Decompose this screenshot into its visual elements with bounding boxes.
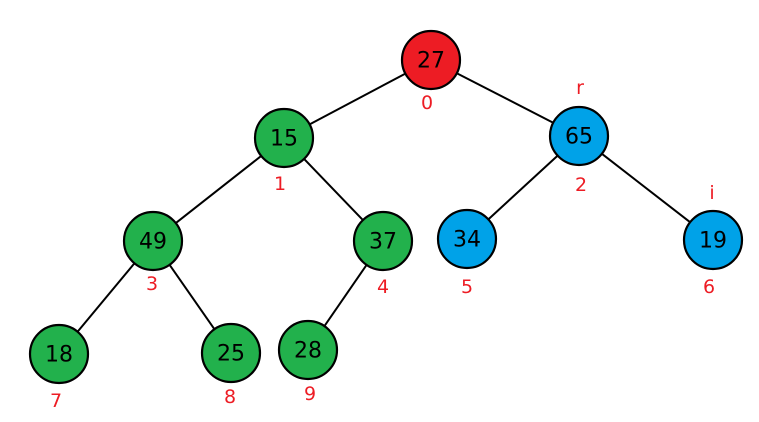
node-circle-3	[122, 210, 184, 272]
node-index-label-4: 4	[377, 276, 389, 298]
edge-2-6	[601, 152, 691, 224]
tree-node-0: 27	[400, 29, 462, 91]
node-index-label-5: 5	[461, 276, 473, 298]
node-circle-2	[548, 105, 610, 167]
node-value-9: 28	[294, 339, 322, 364]
node-value-1: 15	[270, 127, 298, 152]
node-index-label-7: 7	[50, 390, 62, 412]
edge-3-8	[168, 264, 216, 330]
node-circle-5	[436, 208, 498, 270]
edge-0-2	[456, 72, 554, 124]
node-circle-7	[28, 323, 90, 385]
tree-node-1: 15	[253, 107, 315, 169]
node-circle-0	[400, 29, 462, 91]
node-value-8: 25	[217, 342, 245, 367]
node-value-4: 37	[369, 230, 397, 255]
node-circle-9	[277, 319, 339, 381]
node-circle-8	[200, 322, 262, 384]
node-value-5: 34	[453, 228, 481, 253]
tree-node-8: 25	[200, 322, 262, 384]
node-value-0: 27	[417, 49, 445, 74]
node-index-label-8: 8	[224, 386, 236, 408]
edge-1-3	[175, 155, 262, 224]
pointer-label-r: r	[576, 77, 584, 99]
node-value-6: 19	[699, 229, 727, 254]
node-value-7: 18	[45, 343, 73, 368]
node-index-label-2: 2	[575, 174, 587, 196]
edge-0-1	[309, 72, 406, 126]
edge-3-7	[76, 262, 136, 333]
edge-2-5	[487, 154, 559, 221]
edge-4-9	[323, 264, 368, 327]
node-value-2: 65	[565, 125, 593, 150]
tree-node-6: 19	[682, 209, 744, 271]
edges-layer	[76, 72, 691, 333]
node-circle-6	[682, 209, 744, 271]
node-index-label-6: 6	[703, 276, 715, 298]
tree-node-2: 65	[548, 105, 610, 167]
tree-node-5: 34	[436, 208, 498, 270]
tree-node-9: 28	[277, 319, 339, 381]
node-circle-4	[352, 210, 414, 272]
tree-node-7: 18	[28, 323, 90, 385]
edge-1-4	[303, 158, 364, 221]
node-index-label-9: 9	[304, 383, 316, 405]
node-index-label-0: 0	[421, 92, 433, 114]
node-value-3: 49	[139, 230, 167, 255]
node-circle-1	[253, 107, 315, 169]
pointer-label-i: i	[709, 182, 714, 204]
node-index-label-3: 3	[146, 273, 158, 295]
node-index-label-1: 1	[274, 173, 286, 195]
tree-node-3: 49	[122, 210, 184, 272]
tree-node-4: 37	[352, 210, 414, 272]
